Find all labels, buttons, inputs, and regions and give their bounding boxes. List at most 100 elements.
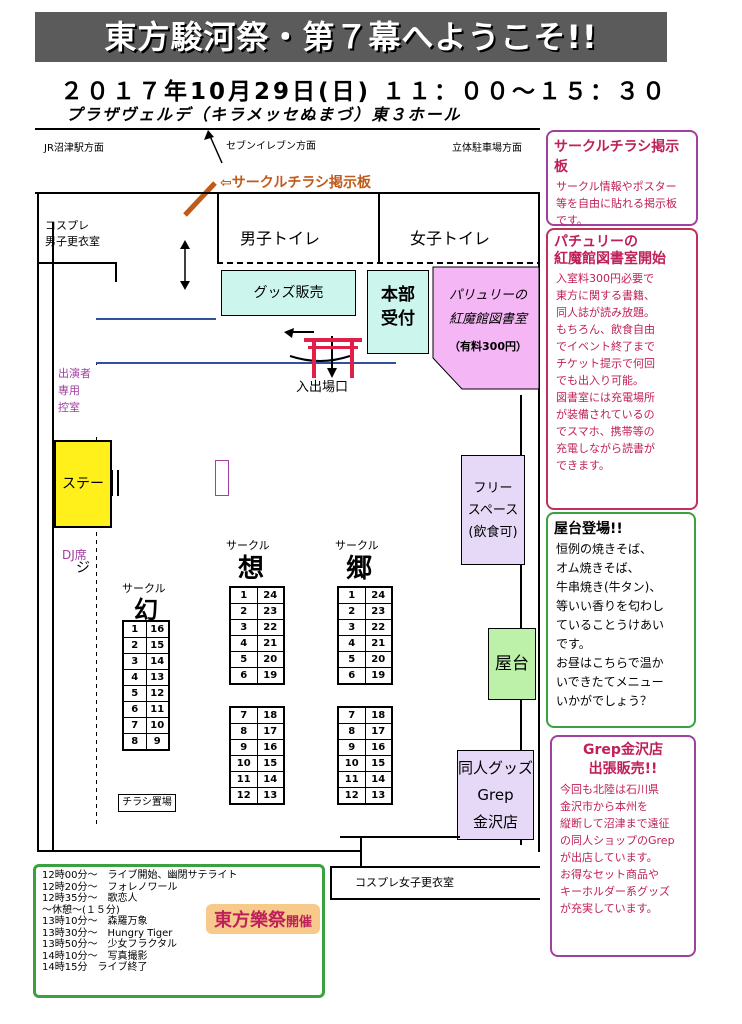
blue-line-1	[96, 318, 216, 320]
entrance-label: 入出場口	[296, 380, 349, 395]
booth-number: 9	[348, 742, 356, 753]
stage-steps	[111, 470, 119, 496]
booth-number: 7	[131, 720, 139, 731]
hall-top-wall	[35, 192, 540, 194]
booth-number: 6	[240, 670, 248, 681]
info-flyer-board: サークルチラシ掲示板 サークル情報やポスター 等を自由に貼れる掲示板 です。	[546, 130, 698, 227]
booth-number: 20	[364, 652, 392, 667]
booth-number: 12	[145, 686, 169, 701]
booth-number: 19	[256, 668, 284, 683]
direction-seven-eleven: セブンイレブン方面	[226, 141, 316, 152]
arrow-left-icon: ⇦	[220, 175, 232, 191]
booth-number: 11	[145, 702, 169, 717]
booth-row: 6 19	[231, 668, 283, 683]
page-title: 東方駿河祭・第７幕へようこそ!!	[35, 12, 667, 62]
booth-number: 20	[256, 652, 284, 667]
booth-number: 18	[256, 708, 284, 723]
booth-number: 14	[256, 772, 284, 787]
small-marker	[215, 460, 229, 496]
booth-number: 6	[131, 704, 139, 715]
booth-number: 13	[145, 670, 169, 685]
booth-row: 7 10	[124, 718, 168, 734]
booth-number: 7	[240, 710, 248, 721]
booth-number: 13	[364, 788, 392, 803]
badge-main: 東方樂祭	[214, 910, 286, 931]
cosplay-female-room: コスプレ女子更衣室	[355, 876, 454, 889]
event-venue: プラザヴェルデ（キラメッセぬまづ）東３ホール	[66, 105, 462, 124]
headquarters-reception: 本部 受付	[367, 270, 429, 354]
booth-row: 9 16	[339, 740, 391, 756]
schedule-row: 14時15分 ライブ終了	[42, 962, 148, 973]
lower-wall	[340, 836, 460, 838]
booth-number: 2	[240, 606, 248, 617]
library-fee: （有料300円）	[449, 340, 527, 353]
arrow-up-icon	[204, 130, 223, 164]
cosplay-male-wall-v	[115, 262, 117, 282]
booth-number: 5	[131, 688, 139, 699]
booth-number: 13	[256, 788, 284, 803]
direction-parking: 立体駐車場方面	[452, 143, 522, 154]
booth-number: 1	[348, 590, 356, 601]
badge-suffix: 開催	[286, 915, 313, 930]
info-flyer-title: サークルチラシ掲示板	[554, 139, 680, 175]
cosplay-male-room: コスプレ 男子更衣室	[45, 219, 100, 248]
entrance-gate-icon	[284, 328, 362, 378]
info-grep: Grep金沢店 出張販売!! 今回も北陸は石川県 金沢市から本州を 縦断して沼津…	[550, 735, 696, 957]
free-space: フリー スペース (飲食可)	[461, 455, 525, 565]
flyer-board-label: ⇦サークルチラシ掲示板	[220, 175, 372, 191]
toilet-female: 女子トイレ	[410, 229, 491, 248]
cosplay-female-wall-top	[330, 866, 540, 868]
booth-row: 4 13	[124, 670, 168, 686]
booth-number: 9	[145, 734, 169, 749]
top-road-line	[35, 128, 540, 130]
booth-number: 8	[240, 726, 248, 737]
circle-label-gen: サークル	[122, 582, 166, 595]
toilet-wall-bottom	[217, 262, 538, 264]
hall-right-wall	[538, 192, 540, 852]
booth-number: 11	[236, 774, 251, 785]
booth-number: 10	[344, 758, 359, 769]
booth-number: 23	[256, 604, 284, 619]
booth-number: 11	[344, 774, 359, 785]
booth-number: 23	[364, 604, 392, 619]
info-grep-text: 今回も北陸は石川県 金沢市から本州を 縦断して沼津まで遠征 の同人ショップのGr…	[560, 783, 675, 915]
food-stall: 屋台	[488, 628, 536, 700]
toilet-male: 男子トイレ	[240, 229, 321, 248]
toilet-wall-middle	[378, 192, 380, 262]
double-arrow-icon	[180, 240, 190, 290]
booth-row: 2 23	[231, 604, 283, 620]
booth-number: 19	[364, 668, 392, 683]
booth-number: 21	[364, 636, 392, 651]
booth-number: 10	[236, 758, 251, 769]
booth-number: 8	[131, 736, 139, 747]
library-area	[432, 266, 540, 390]
inner-left-wall	[52, 222, 54, 852]
schedule-row: 12時00分～ ライブ開始、幽閉サテライト	[42, 870, 238, 881]
booth-number: 9	[240, 742, 248, 753]
booth-number: 16	[364, 740, 392, 755]
booth-number: 3	[240, 622, 248, 633]
dj-booth: DJ席	[62, 548, 87, 562]
blue-line-2	[96, 362, 396, 364]
booth-number: 15	[364, 756, 392, 771]
info-flyer-text: サークル情報やポスター 等を自由に貼れる掲示板 です。	[556, 180, 677, 227]
booth-row: 7 18	[231, 708, 283, 724]
booth-number: 10	[145, 718, 169, 733]
circle-kyou-title: 郷	[346, 554, 373, 584]
flyer-place: チラシ置場	[118, 794, 176, 812]
booth-number: 4	[131, 672, 139, 683]
circle-gen-title: 幻	[134, 596, 158, 624]
circle-sou-title: 想	[238, 554, 265, 584]
